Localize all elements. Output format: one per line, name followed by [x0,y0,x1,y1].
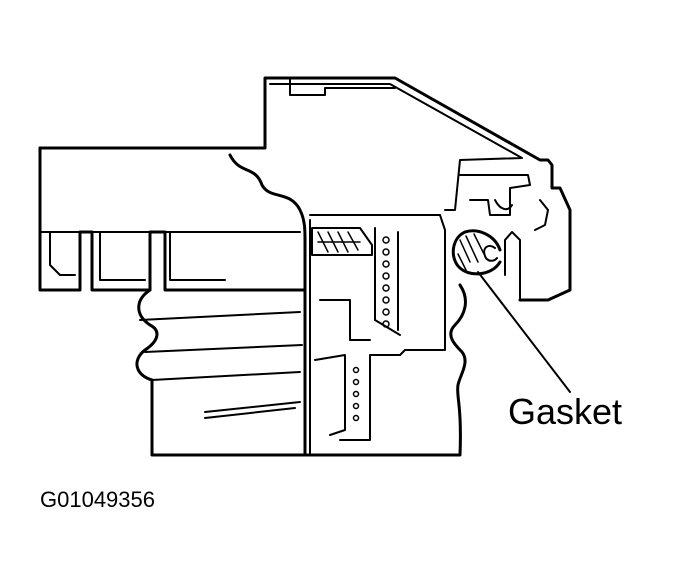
seal-hatch [317,231,361,253]
pressure-spring-coils [382,236,390,328]
cap-skirt-outline [38,146,307,292]
gasket-inner-hook [483,245,498,262]
cap-top-notch [289,77,396,96]
vacuum-spring-coils [352,366,360,422]
filler-neck-right-edge [303,283,467,457]
cap-latch-bracket [459,174,531,216]
cutaway-break-line [228,153,307,457]
figure-id-label: G01049356 [40,487,155,512]
cap-top-outline [38,76,572,302]
pressure-spring-guide [374,227,401,336]
valve-housing [309,214,446,456]
gasket-ring [451,229,502,276]
cap-top-inner-line [269,83,523,211]
gasket-callout-label: Gasket [508,391,622,432]
filler-neck-left-edge [135,288,307,457]
cap-skirt-tabs [49,231,226,281]
vacuum-valve-body [314,299,371,436]
gasket-leader-line [477,271,571,393]
pressure-valve-seal [311,227,373,256]
latch-detail [494,199,549,231]
filler-neck-threads [139,311,303,419]
gasket-hatch [457,233,485,271]
cap-outer-right-edge [504,231,521,301]
